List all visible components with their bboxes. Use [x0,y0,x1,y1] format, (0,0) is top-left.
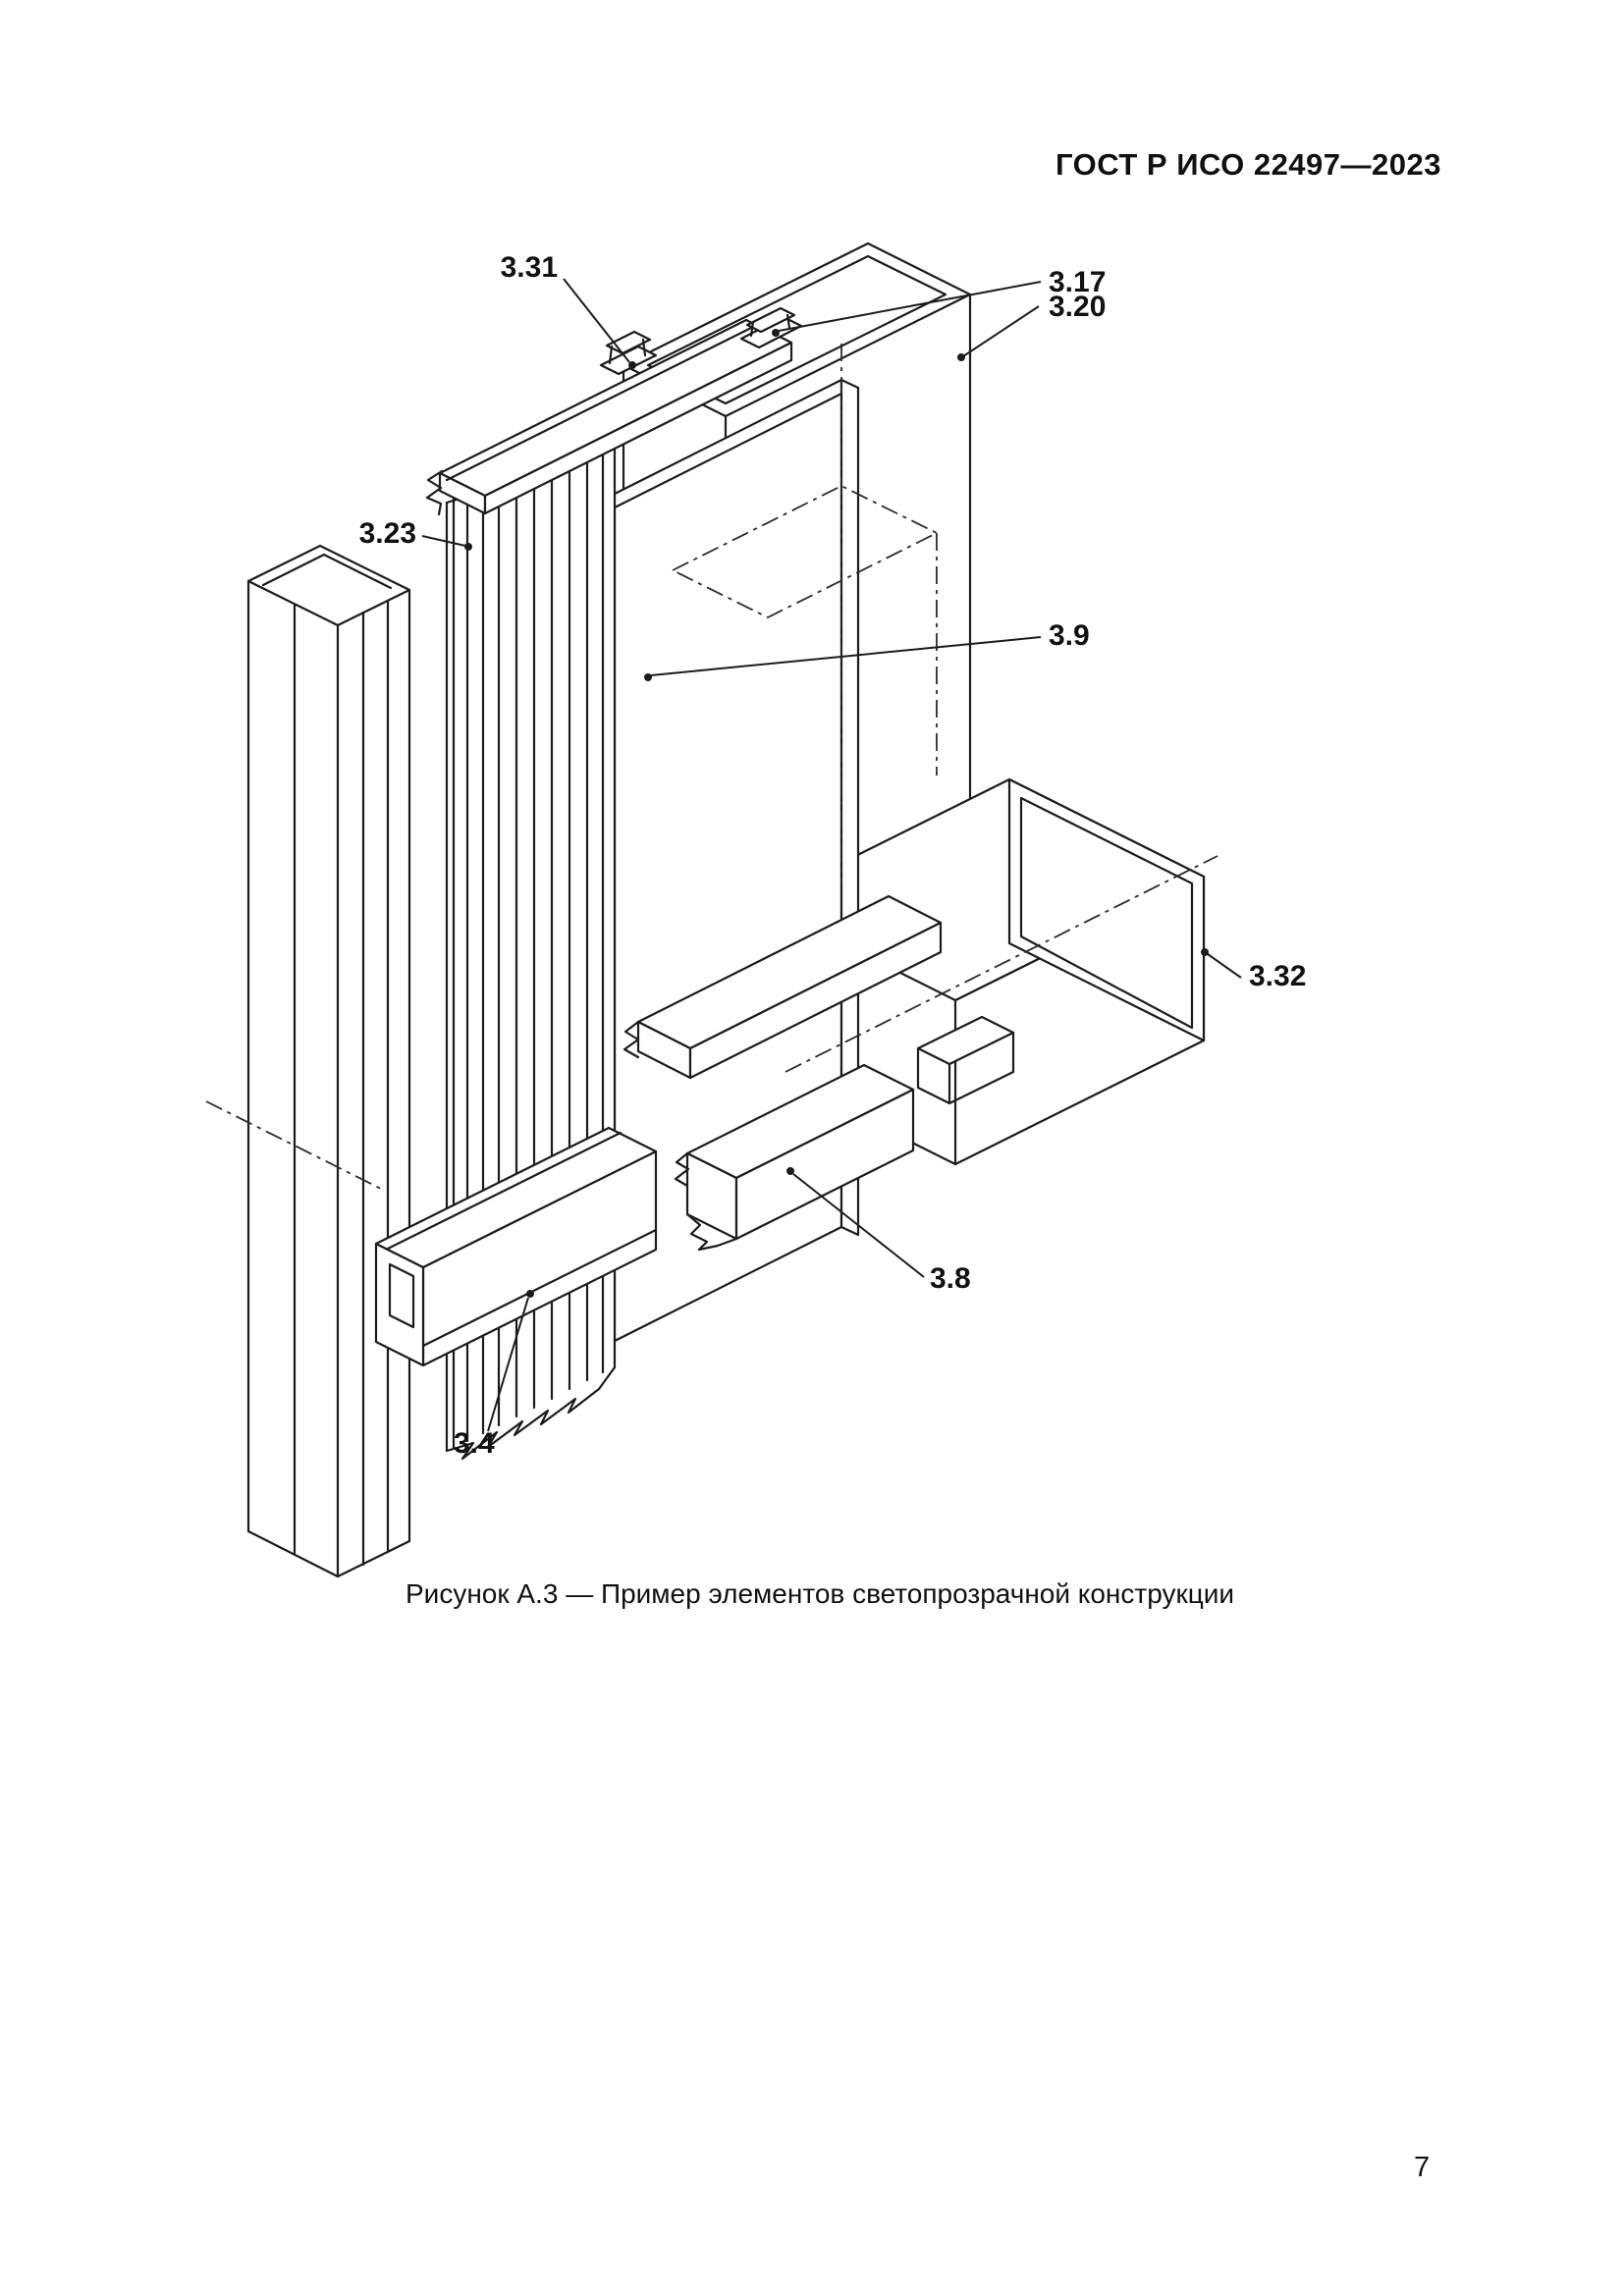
pressure-plate-stack [623,894,943,1252]
leader-lines [421,278,1242,1432]
left-channel-post [246,544,411,1578]
part-labels: 3.20 3.31 3.17 3.23 3.9 3.32 3.8 3.4 [359,251,1307,1460]
label-3-20: 3.20 [1049,291,1106,323]
label-3-23: 3.23 [359,517,416,550]
centerlines [205,344,1218,1192]
label-3-32: 3.32 [1249,960,1306,992]
connection-bracket [374,1126,658,1367]
gasket-profile-317 [739,306,803,349]
label-3-31: 3.31 [501,251,558,284]
label-3-9: 3.9 [1049,619,1090,652]
label-3-17: 3.17 [1049,266,1106,298]
transom-connector-piece [916,1015,1015,1105]
glass-panel [613,378,860,1343]
standard-number-header: ГОСТ Р ИСО 22497—2023 [1055,147,1441,182]
label-3-8: 3.8 [930,1262,971,1295]
figure-caption: Рисунок А.3 — Пример элементов светопроз… [406,1578,1235,1609]
head-gasket-stack [425,306,803,516]
label-3-4: 3.4 [454,1427,495,1460]
page-number: 7 [1414,2152,1431,2183]
